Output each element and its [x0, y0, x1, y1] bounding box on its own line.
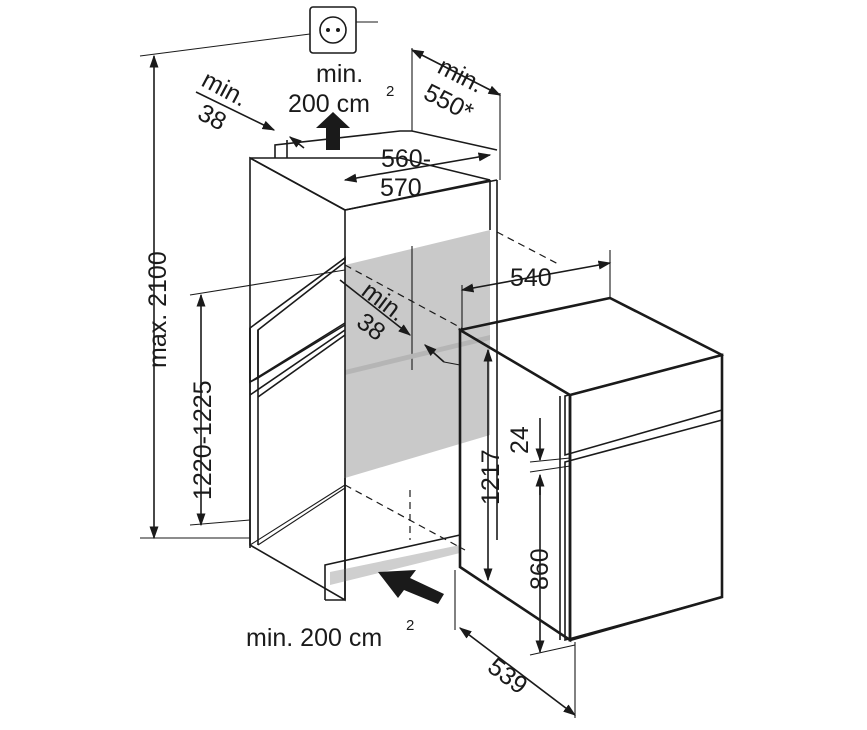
bottom-vent-area-sup: 2 [406, 617, 414, 634]
top-vent-arrow [316, 112, 350, 150]
width-range-top-label: 560- [381, 145, 431, 173]
lower-door-height-label: 860 [526, 548, 554, 590]
niche-height-label: 1220-1225 [189, 380, 217, 500]
dimension-lines [139, 33, 612, 718]
bottom-vent-area-label: min. 200 cm [246, 624, 382, 652]
appliance-height-label: 1217 [477, 449, 505, 505]
bottom-vent-arrow [378, 570, 444, 604]
appliance-depth-label: 540 [510, 264, 552, 292]
top-vent-area-label: 200 cm [288, 90, 370, 118]
appliance-width-label: 539 [482, 652, 532, 699]
max-height-label: max. 2100 [144, 251, 172, 368]
width-range-bottom-label: 570 [380, 174, 422, 202]
power-socket-icon [309, 6, 378, 54]
top-vent-min-label: min. [316, 60, 363, 88]
door-gap-label: 24 [506, 426, 534, 454]
niche-side-panel [249, 156, 346, 602]
top-vent-area-sup: 2 [386, 83, 394, 100]
